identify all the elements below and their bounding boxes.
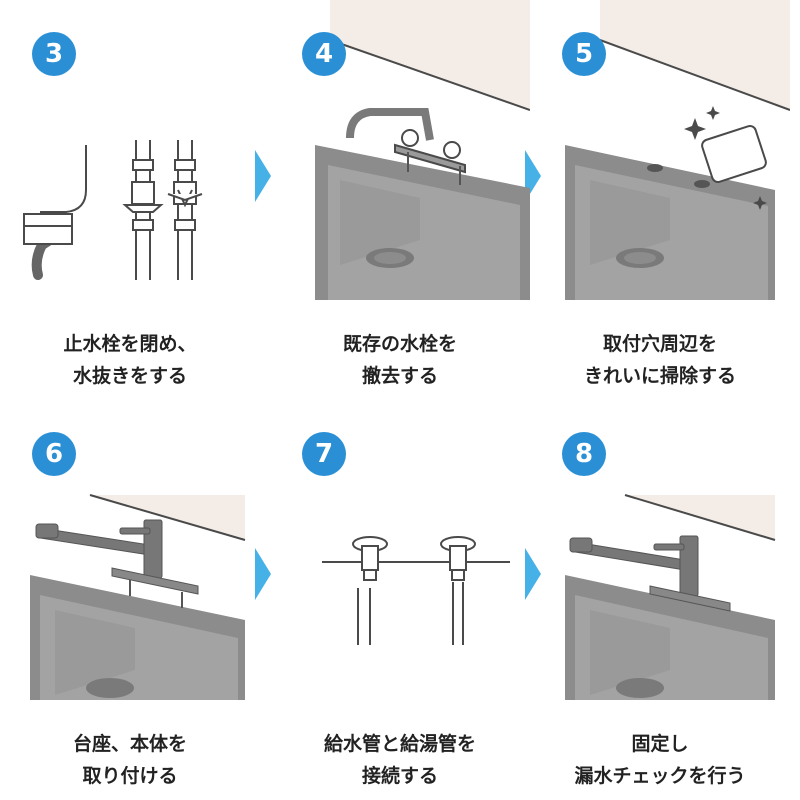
step-number-badge: 3 xyxy=(32,32,76,76)
arrow-right-icon xyxy=(255,150,271,202)
caption-line: 給水管と給湯管を xyxy=(323,733,476,755)
step-caption: 固定し 漏水チェックを行う xyxy=(530,728,790,792)
caption-line: 取付穴周辺を xyxy=(602,333,717,355)
caption-line: 取り付ける xyxy=(82,765,178,787)
step-3-illustration xyxy=(23,140,203,280)
step-caption: 既存の水栓を 撤去する xyxy=(270,328,530,392)
hose-icon xyxy=(23,145,87,280)
caption-line: 既存の水栓を xyxy=(342,333,457,355)
step-4: 4 既存の水栓を 撤去する xyxy=(270,0,530,400)
step-6-illustration xyxy=(30,494,246,700)
single-lever-faucet-icon xyxy=(35,519,199,608)
faucet-icon xyxy=(346,108,466,185)
step-5-illustration xyxy=(565,0,790,300)
arrow-right-icon xyxy=(255,548,271,600)
step-8-illustration xyxy=(565,494,776,700)
pipe-connector-icon xyxy=(352,536,476,645)
caption-line: 台座、本体を xyxy=(72,733,187,755)
step-caption: 給水管と給湯管を 接続する xyxy=(270,728,530,792)
caption-line: 漏水チェックを行う xyxy=(574,765,746,787)
step-caption: 台座、本体を 取り付ける xyxy=(0,728,260,792)
step-number-badge: 8 xyxy=(562,432,606,476)
caption-line: 撤去する xyxy=(361,365,438,387)
caption-line: 接続する xyxy=(361,765,438,787)
sponge-icon xyxy=(701,124,767,184)
step-number-badge: 6 xyxy=(32,432,76,476)
step-5: 5 取付穴周辺を きれいに掃除する xyxy=(530,0,790,400)
step-3: 3 止水栓を閉め、 水抜きをする xyxy=(0,0,260,400)
shutoff-valve-icon xyxy=(122,140,203,280)
caption-line: 止水栓を閉め、 xyxy=(63,333,197,355)
step-6: 6 台座、本体を 取り付ける xyxy=(0,400,260,800)
step-4-illustration xyxy=(315,0,530,300)
sparkle-icon xyxy=(684,106,767,210)
step-number-badge: 5 xyxy=(562,32,606,76)
step-number-badge: 7 xyxy=(302,432,346,476)
caption-line: きれいに掃除する xyxy=(583,365,736,387)
arrow-right-icon xyxy=(525,548,541,600)
single-lever-faucet-icon xyxy=(569,535,731,612)
step-number-badge: 4 xyxy=(302,32,346,76)
caption-line: 水抜きをする xyxy=(72,365,187,387)
step-caption: 取付穴周辺を きれいに掃除する xyxy=(530,328,790,392)
sink-icon xyxy=(565,575,775,700)
sink-icon xyxy=(30,575,245,700)
step-caption: 止水栓を閉め、 水抜きをする xyxy=(0,328,260,392)
step-8: 8 固定し 漏水チェックを行う xyxy=(530,400,790,800)
sink-icon xyxy=(315,145,530,300)
step-7-illustration xyxy=(322,536,510,645)
step-7: 7 給水管と給湯管を 接続する xyxy=(270,400,530,800)
sink-icon xyxy=(565,145,775,300)
caption-line: 固定し xyxy=(631,733,689,755)
